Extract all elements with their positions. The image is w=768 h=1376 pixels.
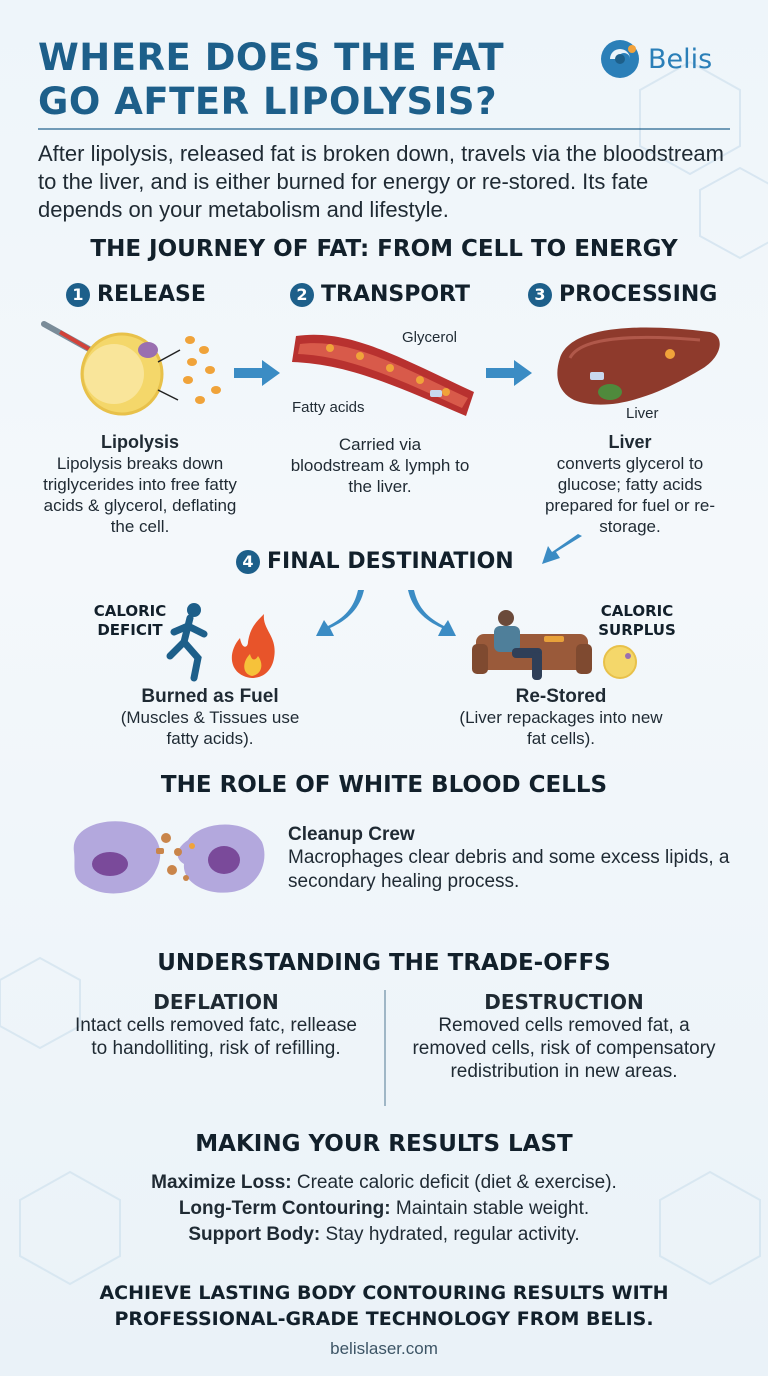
cleanup-crew-title: Cleanup Crew <box>288 824 415 845</box>
step-transport-caption: Carried via bloodstream & lymph to the l… <box>290 435 470 496</box>
caloric-surplus-label: CALORIC SURPLUS <box>598 602 676 639</box>
tip-long-term: Long-Term Contouring: Maintain stable we… <box>178 1198 590 1219</box>
results-tips: Maximize Loss: Create caloric deficit (d… <box>0 1170 768 1248</box>
right-arrow-icon <box>234 360 280 386</box>
title-line-1: WHERE DOES THE FAT <box>38 36 505 79</box>
white-cells-heading: THE ROLE OF WHITE BLOOD CELLS <box>160 772 608 798</box>
step-label: PROCESSING <box>559 282 718 307</box>
fat-cell-syringe-illustration <box>41 321 221 416</box>
step-number: 3 <box>528 282 552 307</box>
liver-tag: Liver <box>626 405 659 422</box>
step-number: 2 <box>290 282 314 307</box>
macrophage-illustration <box>73 821 265 894</box>
destination-label: FINAL DESTINATION <box>267 549 514 574</box>
swirl-logo-icon <box>601 40 639 78</box>
step-release-heading: 1 RELEASE <box>66 282 206 307</box>
results-heading: MAKING YOUR RESULTS LAST <box>195 1131 573 1157</box>
tip-maximize-loss: Maximize Loss: Create caloric deficit (d… <box>151 1172 617 1193</box>
deflation-block: DEFLATION Intact cells removed fatc, rel… <box>66 990 366 1060</box>
curved-arrow-right-icon <box>408 590 456 636</box>
caption-text: Lipolysis breaks down triglycerides into… <box>43 454 237 536</box>
destruction-heading: DESTRUCTION <box>484 990 644 1014</box>
intro-paragraph: After lipolysis, released fat is broken … <box>38 141 724 222</box>
caption-title: Liver <box>608 432 652 452</box>
journey-heading: THE JOURNEY OF FAT: FROM CELL TO ENERGY <box>90 236 678 262</box>
title-divider <box>38 128 730 130</box>
restored-title: Re-Stored <box>515 686 607 707</box>
fat-cell-icon <box>603 645 637 679</box>
couch-person-illustration <box>472 610 592 680</box>
fatty-acids-tag: Fatty acids <box>292 399 365 416</box>
blood-vessel-illustration <box>292 334 474 416</box>
step-transport-heading: 2 TRANSPORT <box>290 282 470 307</box>
destination-heading: 4 FINAL DESTINATION <box>236 549 514 574</box>
tradeoffs-divider <box>384 990 386 1106</box>
tradeoffs-heading: UNDERSTANDING THE TRADE-OFFS <box>157 950 611 976</box>
cleanup-crew-text: Macrophages clear debris and some excess… <box>288 847 730 892</box>
runner-flame-illustration <box>166 603 275 682</box>
burned-text: (Muscles & Tissues use fatty acids). <box>120 708 300 748</box>
burned-as-fuel-caption: Burned as Fuel (Muscles & Tissues use fa… <box>110 686 310 749</box>
caloric-deficit-label: CALORIC DEFICIT <box>93 602 167 639</box>
destruction-block: DESTRUCTION Removed cells removed fat, a… <box>404 990 724 1083</box>
destruction-text: Removed cells removed fat, a removed cel… <box>412 1015 716 1082</box>
down-left-arrow-icon <box>542 534 582 564</box>
right-arrow-icon <box>486 360 532 386</box>
caption-title: Lipolysis <box>100 432 180 452</box>
caption-text: converts glycerol to glucose; fatty acid… <box>544 454 716 536</box>
curved-arrow-left-icon <box>316 590 364 636</box>
step-label: TRANSPORT <box>321 282 471 307</box>
burned-title: Burned as Fuel <box>141 686 279 707</box>
step-processing-heading: 3 PROCESSING <box>528 282 717 307</box>
title-line-2: GO AFTER LIPOLYSIS? <box>38 80 498 123</box>
tip-support-body: Support Body: Stay hydrated, regular act… <box>188 1224 580 1245</box>
step-release-caption: Lipolysis Lipolysis breaks down triglyce… <box>30 432 250 537</box>
step-number: 1 <box>66 282 90 307</box>
step-label: RELEASE <box>97 282 206 307</box>
call-to-action: ACHIEVE LASTING BODY CONTOURING RESULTS … <box>99 1282 669 1330</box>
restored-text: (Liver repackages into new fat cells). <box>459 708 663 748</box>
website-link[interactable]: belislaser.com <box>330 1339 438 1358</box>
logo-text: Belis <box>648 43 713 75</box>
page-title: WHERE DOES THE FAT GO AFTER LIPOLYSIS? <box>38 36 558 124</box>
re-stored-caption: Re-Stored (Liver repackages into new fat… <box>456 686 666 749</box>
liver-illustration <box>557 327 720 405</box>
cleanup-crew-block: Cleanup Crew Macrophages clear debris an… <box>288 824 738 894</box>
step-processing-caption: Liver converts glycerol to glucose; fatt… <box>530 432 730 537</box>
step-number: 4 <box>236 549 260 574</box>
brand-logo: Belis <box>598 34 748 84</box>
glycerol-tag: Glycerol <box>402 329 458 346</box>
deflation-heading: DEFLATION <box>153 990 279 1014</box>
deflation-text: Intact cells removed fatc, rellease to h… <box>75 1015 357 1059</box>
